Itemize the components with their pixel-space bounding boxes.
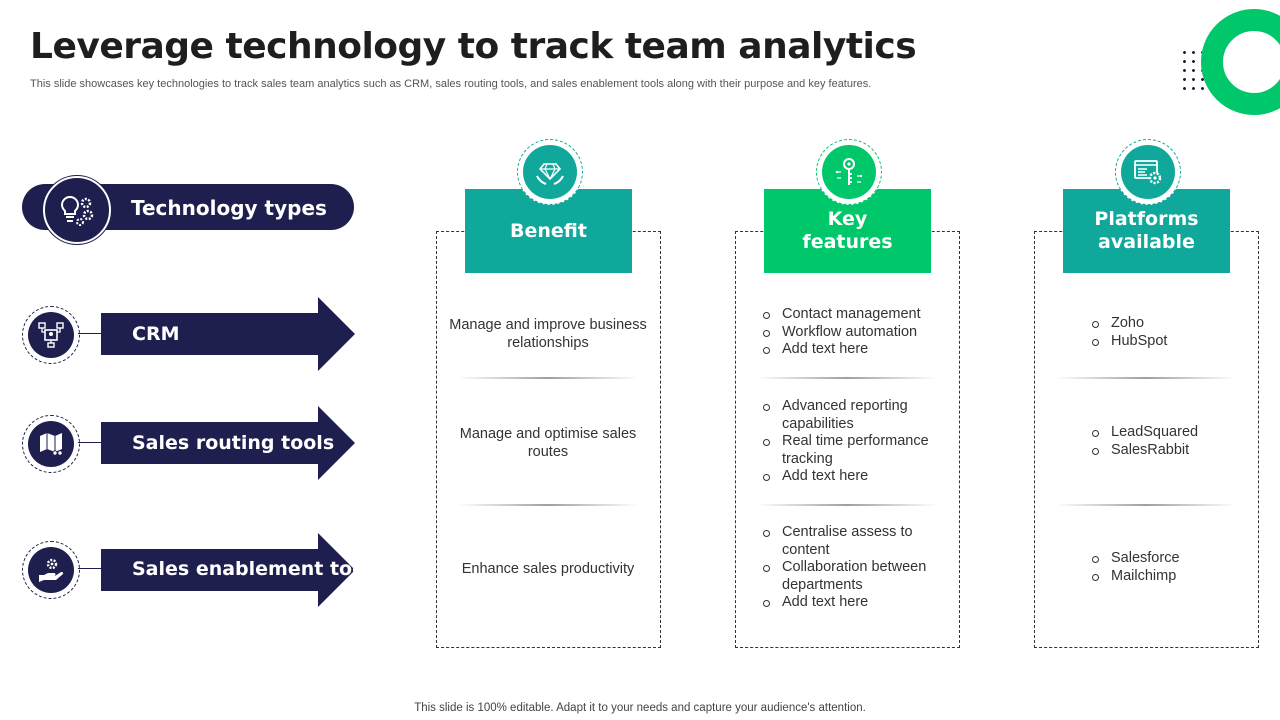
key-features-sales-routing-list: Advanced reporting capabilities Real tim… [763, 398, 953, 486]
list-item: SalesRabbit [1092, 442, 1242, 460]
benefit-icon-circle [517, 139, 583, 205]
crm-arrow [101, 297, 355, 371]
sales-routing-connector [78, 442, 102, 443]
list-item: Advanced reporting capabilities [763, 398, 953, 433]
row-label-sales-routing: Sales routing tools [132, 432, 335, 454]
key-features-divider-1 [757, 377, 937, 379]
benefit-divider-1 [458, 377, 638, 379]
benefit-sales-routing: Manage and optimise sales routes [459, 426, 637, 460]
list-item: Add text here [763, 594, 953, 612]
platforms-divider-2 [1056, 504, 1236, 506]
platforms-divider-1 [1056, 377, 1236, 379]
crm-icon-circle [22, 306, 80, 364]
platforms-crm-list: Zoho HubSpot [1092, 315, 1242, 350]
footer-note: This slide is 100% editable. Adapt it to… [414, 702, 866, 714]
key-features-crm-list: Contact management Workflow automation A… [763, 306, 953, 359]
benefit-crm: Manage and improve business relationship… [449, 317, 647, 351]
benefit-sales-enablement: Enhance sales productivity [461, 561, 635, 577]
key-features-header-label: Key features [802, 208, 893, 253]
list-item: Real time performance tracking [763, 433, 953, 468]
list-item: Salesforce [1092, 550, 1242, 568]
page-subtitle: This slide showcases key technologies to… [30, 78, 872, 90]
sales-enablement-connector [78, 568, 102, 569]
route-map-icon [28, 421, 74, 467]
platforms-icon-circle [1115, 139, 1181, 205]
list-item: Mailchimp [1092, 568, 1242, 586]
web-settings-icon [1121, 145, 1175, 199]
crm-connector [78, 333, 102, 334]
sales-routing-arrow [101, 406, 355, 480]
key-features-icon-circle [816, 139, 882, 205]
sales-routing-icon-circle [22, 415, 80, 473]
key-features-divider-2 [757, 504, 937, 506]
list-item: Contact management [763, 306, 953, 324]
page-title: Leverage technology to track team analyt… [30, 26, 917, 67]
benefit-header-label: Benefit [510, 219, 587, 242]
key-features-sales-enablement-list: Centralise assess to content Collaborati… [763, 524, 953, 612]
row-label-crm: CRM [132, 323, 180, 345]
platforms-sales-enablement-list: Salesforce Mailchimp [1092, 550, 1242, 585]
sales-enablement-icon-circle [22, 541, 80, 599]
lightbulb-gears-icon [43, 176, 111, 244]
list-item: Add text here [763, 468, 953, 486]
list-item: LeadSquared [1092, 424, 1242, 442]
platforms-sales-routing-list: LeadSquared SalesRabbit [1092, 424, 1242, 459]
crm-network-icon [28, 312, 74, 358]
platforms-header-label: Platforms available [1094, 208, 1199, 253]
hand-gear-icon [28, 547, 74, 593]
list-item: Add text here [763, 341, 953, 359]
list-item: Centralise assess to content [763, 524, 953, 559]
list-item: Zoho [1092, 315, 1242, 333]
list-item: HubSpot [1092, 333, 1242, 351]
benefit-divider-2 [458, 504, 638, 506]
key-circuit-icon [822, 145, 876, 199]
diamond-hands-icon [523, 145, 577, 199]
list-item: Collaboration between departments [763, 559, 953, 594]
list-item: Workflow automation [763, 324, 953, 342]
technology-types-label: Technology types [131, 196, 327, 220]
decorative-ring [1201, 9, 1280, 115]
row-label-sales-enablement: Sales enablement tools [132, 558, 383, 580]
sales-enablement-arrow [101, 533, 355, 607]
